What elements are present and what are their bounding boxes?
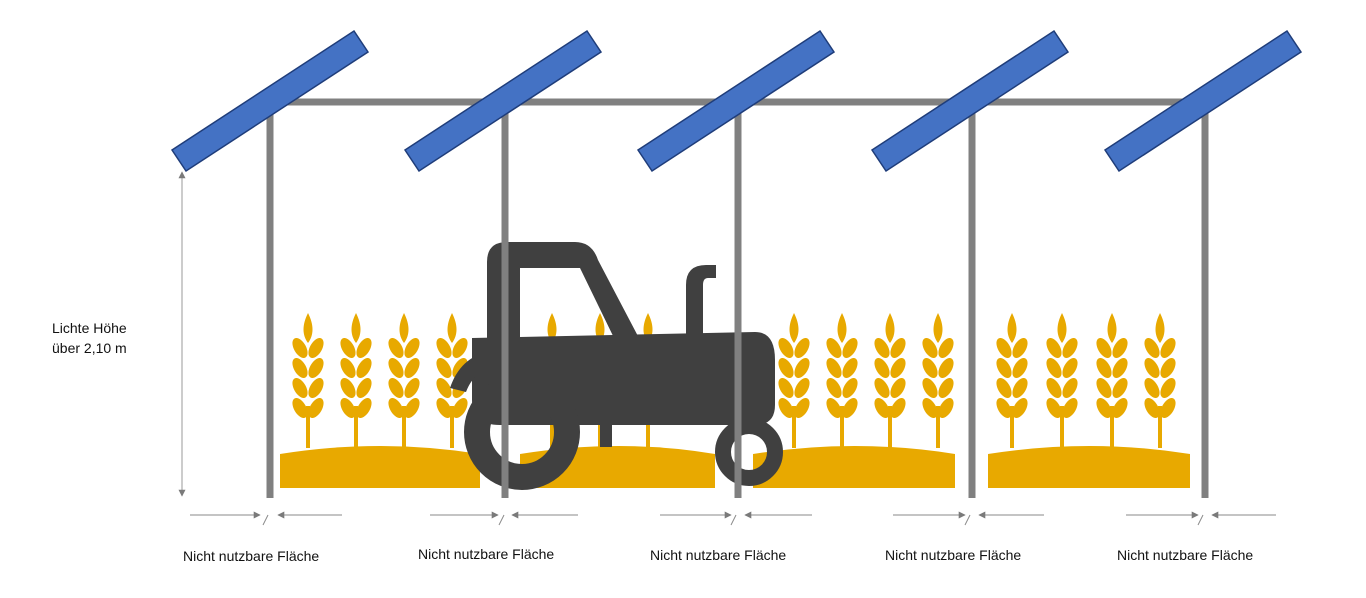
solar-panel — [170, 29, 370, 173]
solar-panels — [170, 29, 1303, 173]
unusable-area-markers — [190, 511, 1276, 526]
soil-mound — [988, 446, 1190, 488]
soil-mound — [280, 446, 480, 488]
solar-panel — [1103, 29, 1303, 173]
soil-mound — [753, 446, 955, 488]
tractor-wheels — [464, 374, 783, 490]
wheat-icon — [871, 313, 909, 448]
wheat-icon — [385, 313, 423, 448]
wheat-icon — [1043, 313, 1081, 448]
solar-panel — [870, 29, 1070, 173]
tractor-icon — [450, 242, 775, 447]
unusable-area-label: Nicht nutzbare Fläche — [183, 548, 320, 564]
wheat-icon — [823, 313, 861, 448]
clearance-height-label: Lichte Höhe über 2,10 m — [52, 318, 127, 358]
wheat-icon — [289, 313, 327, 448]
wheat-icon — [1093, 313, 1131, 448]
unusable-area-label: Nicht nutzbare Fläche — [650, 547, 787, 563]
solar-panel — [403, 29, 603, 173]
solar-panel — [636, 29, 836, 173]
wheat-icon — [775, 313, 813, 448]
wheat-icon — [993, 313, 1031, 448]
unusable-area-label: Nicht nutzbare Fläche — [885, 547, 1022, 563]
wheat-icon — [1141, 313, 1179, 448]
unusable-area-label: Nicht nutzbare Fläche — [1117, 547, 1254, 563]
unusable-area-label: Nicht nutzbare Fläche — [418, 546, 555, 562]
wheat-icon — [919, 313, 957, 448]
wheat-icon — [337, 313, 375, 448]
clearance-height-line1: Lichte Höhe — [52, 320, 127, 336]
clearance-height-line2: über 2,10 m — [52, 340, 127, 356]
